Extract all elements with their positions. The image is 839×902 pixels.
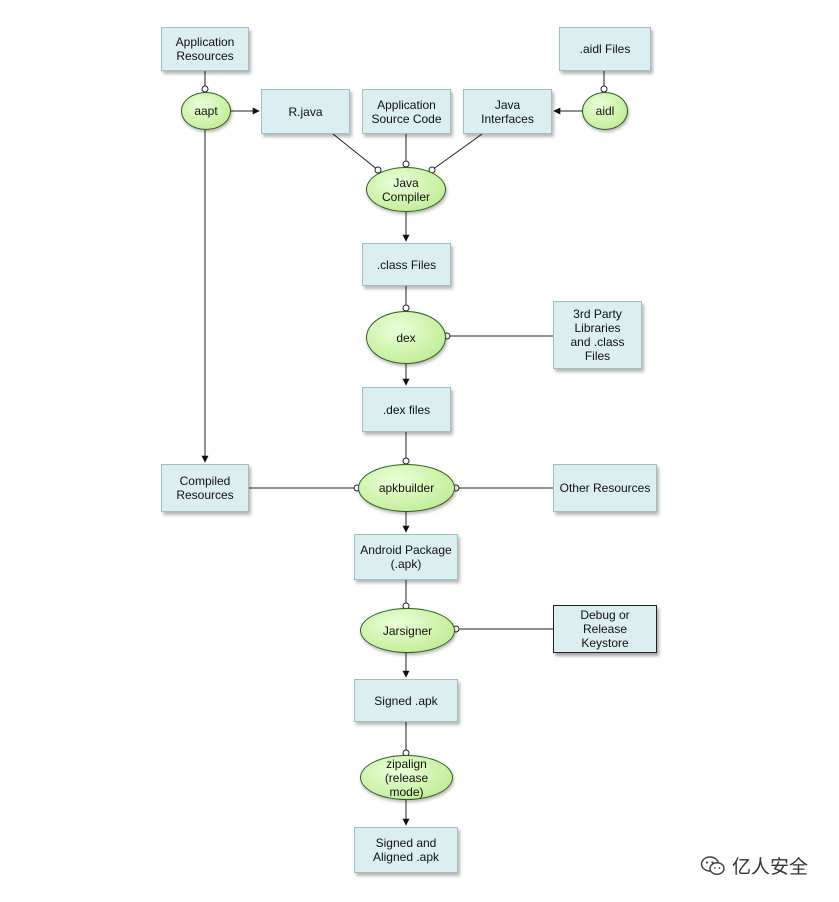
tool-aapt: aapt: [181, 92, 231, 130]
tool-aidl: aidl: [582, 92, 628, 130]
box-signed-aligned-apk: Signed and Aligned .apk: [354, 827, 458, 873]
connector-rjava-compiler: [332, 133, 379, 171]
box-java-interfaces: Java Interfaces: [463, 89, 552, 134]
box-application-resources: Application Resources: [161, 27, 249, 71]
tool-java-compiler: Java Compiler: [366, 167, 446, 212]
box-dex-files: .dex files: [362, 387, 451, 432]
box-aidl-files: .aidl Files: [559, 27, 651, 71]
box-compiled-resources: Compiled Resources: [161, 464, 249, 512]
watermark: 亿人安全: [700, 852, 808, 879]
connector-interfaces-compiler: [431, 133, 483, 171]
box-application-source-code: Application Source Code: [362, 89, 451, 134]
watermark-text: 亿人安全: [732, 856, 809, 878]
box-other-resources: Other Resources: [553, 464, 657, 512]
box-signed-apk: Signed .apk: [354, 679, 458, 722]
box-android-package: Android Package (.apk): [354, 534, 458, 580]
box-third-party-libraries: 3rd Party Libraries and .class Files: [553, 301, 642, 369]
tool-jarsigner: Jarsigner: [360, 608, 455, 653]
box-class-files: .class Files: [362, 243, 451, 286]
box-keystore: Debug or Release Keystore: [553, 605, 657, 653]
wechat-icon: [700, 855, 725, 875]
tool-apkbuilder: apkbuilder: [358, 464, 455, 512]
tool-zipalign: zipalign (release mode): [360, 755, 453, 800]
tool-dex: dex: [366, 311, 446, 364]
box-r-java: R.java: [261, 89, 350, 134]
